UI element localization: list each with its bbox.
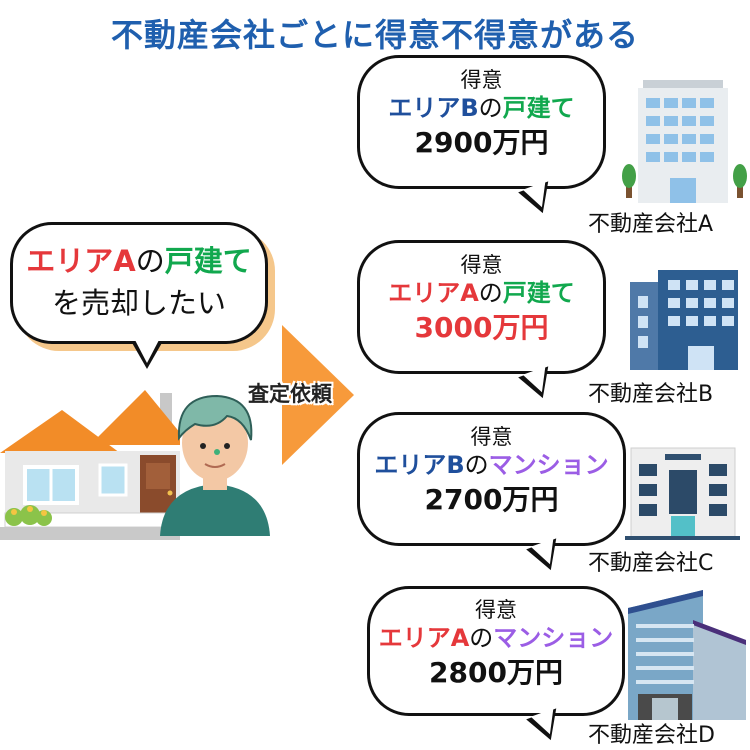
company-b-bubble: 得意 エリアAの戸建て 3000万円: [357, 240, 606, 404]
specialty-property-type: マンション: [488, 451, 609, 480]
seller-speech-bubble: エリアAの戸建て を売却したい: [10, 222, 268, 369]
specialty-line: エリアBの戸建て: [360, 93, 603, 123]
specialty-area: エリアA: [378, 624, 470, 653]
seller-request-line2: を売却したい: [51, 286, 226, 321]
company-a-name: 不動産会社A: [588, 212, 714, 237]
strength-label: 得意: [470, 425, 513, 449]
company-b-name: 不動産会社B: [588, 382, 714, 407]
specialty-area: エリアB: [388, 94, 479, 123]
specialty-line: エリアAの戸建て: [360, 278, 603, 308]
company-c-name: 不動産会社C: [588, 551, 714, 576]
seller-request-line1: エリアAの戸建て: [13, 243, 265, 279]
appraisal-price: 2800万円: [429, 656, 563, 690]
person-avatar: [160, 394, 270, 536]
company-c-bubble: 得意 エリアBのマンション 2700万円: [357, 412, 626, 576]
specialty-area: エリアA: [388, 279, 479, 308]
company-d-building-icon: [628, 590, 746, 720]
request-arrow: [282, 325, 354, 465]
seller-property-type: 戸建て: [164, 244, 252, 278]
specialty-property-type: 戸建て: [502, 279, 575, 308]
specialty-particle: の: [478, 94, 503, 123]
specialty-particle: の: [469, 624, 494, 653]
company-a-bubble: 得意 エリアBの戸建て 2900万円: [357, 55, 606, 219]
request-label: 査定依頼: [248, 382, 332, 406]
company-a-building-icon: [622, 80, 747, 203]
appraisal-price: 2900万円: [414, 126, 549, 160]
specialty-particle: の: [478, 279, 503, 308]
seller-particle: の: [135, 244, 165, 278]
specialty-line: エリアAのマンション: [370, 623, 622, 653]
company-d-bubble: 得意 エリアAのマンション 2800万円: [367, 586, 625, 746]
seller-area: エリアA: [26, 244, 136, 278]
strength-label: 得意: [475, 598, 517, 622]
specialty-property-type: マンション: [493, 624, 614, 653]
specialty-area: エリアB: [374, 451, 465, 480]
specialty-particle: の: [464, 451, 489, 480]
company-b-building-icon: [630, 270, 738, 370]
appraisal-price: 2700万円: [424, 483, 559, 517]
appraisal-price: 3000万円: [414, 311, 549, 345]
strength-label: 得意: [460, 253, 503, 277]
house-illustration: [0, 390, 180, 540]
company-d-name: 不動産会社D: [588, 723, 715, 748]
specialty-property-type: 戸建て: [502, 94, 575, 123]
company-c-building-icon: [625, 447, 740, 540]
strength-label: 得意: [460, 68, 503, 92]
page-title: 不動産会社ごとに得意不得意がある: [110, 16, 639, 54]
specialty-line: エリアBのマンション: [360, 450, 623, 480]
